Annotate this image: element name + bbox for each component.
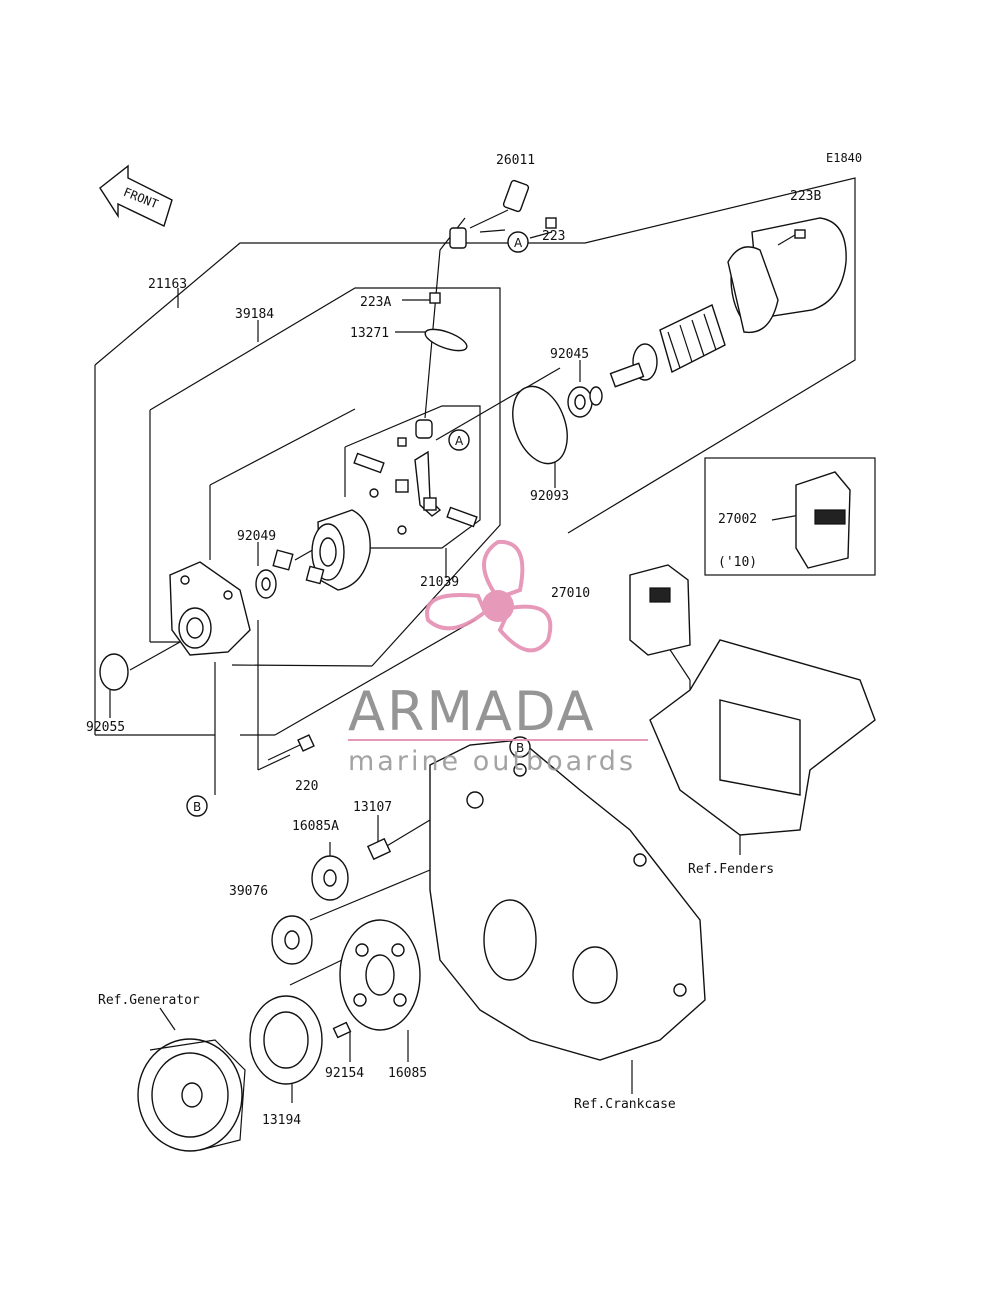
part-label-92045: 92045 xyxy=(550,347,589,362)
part-label-13194: 13194 xyxy=(262,1113,301,1128)
svg-text:B: B xyxy=(516,741,524,755)
crankcase xyxy=(429,739,706,1061)
part-label-92055: 92055 xyxy=(86,720,125,735)
callout-a-top: A xyxy=(507,231,529,253)
diagram-code: E1840 xyxy=(826,151,862,165)
part-label-26011: 26011 xyxy=(496,153,535,168)
fender-bracket xyxy=(649,639,876,836)
part-label-27002-note: ('10) xyxy=(718,555,757,570)
generator-rotor xyxy=(137,1038,246,1152)
screw-223A xyxy=(429,292,441,304)
brush-holder xyxy=(353,437,478,535)
o-ring-92055 xyxy=(99,653,129,691)
watermark: ARMADA marine outboards xyxy=(348,539,648,777)
part-label-92049: 92049 xyxy=(237,529,276,544)
grommet xyxy=(415,419,433,439)
part-label-13271: 13271 xyxy=(350,326,389,341)
end-cover xyxy=(272,509,371,591)
ref-fenders-label: Ref.Fenders xyxy=(688,862,774,877)
part-label-223B: 223B xyxy=(790,189,821,204)
part-label-92154: 92154 xyxy=(325,1066,364,1081)
relay-27010 xyxy=(629,564,691,656)
part-label-21163: 21163 xyxy=(148,277,187,292)
callout-a-mid: A xyxy=(448,429,470,451)
gear-cover xyxy=(169,561,251,656)
part-labels: 26011 223B 223 21163 223A 39184 13271 92… xyxy=(86,153,821,1128)
shaft-13107 xyxy=(366,837,392,861)
o-ring-92093 xyxy=(512,385,568,465)
part-label-39184: 39184 xyxy=(235,307,274,322)
bolt-92154 xyxy=(332,1021,352,1039)
part-label-16085: 16085 xyxy=(388,1066,427,1081)
svg-text:B: B xyxy=(193,800,201,814)
plate-13271 xyxy=(424,328,468,352)
watermark-brand: ARMADA xyxy=(348,680,596,743)
bolt-220 xyxy=(267,734,315,761)
part-label-16085A: 16085A xyxy=(292,819,339,834)
front-arrow-icon: FRONT xyxy=(99,164,173,227)
part-label-27002: 27002 xyxy=(718,512,757,527)
callout-b-right: B xyxy=(509,736,531,758)
part-label-21039: 21039 xyxy=(420,575,459,590)
gear-16085 xyxy=(339,919,421,1031)
part-label-223: 223 xyxy=(542,229,565,244)
part-label-92093: 92093 xyxy=(530,489,569,504)
starter-motor xyxy=(727,217,847,334)
armature xyxy=(609,304,726,388)
propeller-logo-icon xyxy=(425,539,553,653)
svg-text:A: A xyxy=(455,434,464,448)
callout-b-left: B xyxy=(186,795,208,817)
connector-26011 xyxy=(449,179,557,249)
watermark-tagline: marine outboards xyxy=(348,746,636,777)
svg-text:A: A xyxy=(514,236,523,250)
part-label-223A: 223A xyxy=(360,295,391,310)
part-label-220: 220 xyxy=(295,779,318,794)
relay-27002 xyxy=(795,471,851,569)
part-label-27010: 27010 xyxy=(551,586,590,601)
box-27002 xyxy=(704,457,876,576)
part-label-39076: 39076 xyxy=(229,884,268,899)
ref-generator-label: Ref.Generator xyxy=(98,993,200,1008)
ref-crankcase-label: Ref.Crankcase xyxy=(574,1097,676,1112)
part-label-13107: 13107 xyxy=(353,800,392,815)
